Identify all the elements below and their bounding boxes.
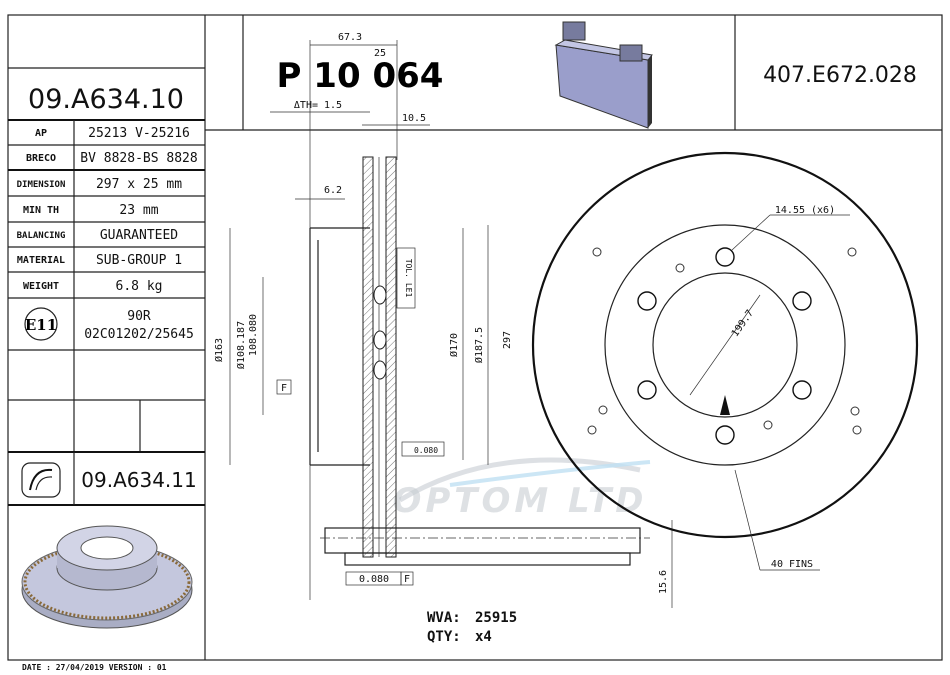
spec-label-breco: BRECO [26, 153, 56, 164]
dim-d187: Ø187.5 [473, 327, 485, 363]
dim-width-total: 67.3 [338, 32, 362, 43]
tolerance-label: TOL. LE1 [404, 259, 413, 298]
spec-value-ap: 25213 V-25216 [88, 126, 190, 141]
spec-value-material: SUB-GROUP 1 [96, 253, 182, 268]
spec-label-ap: AP [35, 128, 47, 139]
spec-label-min-th: MIN TH [23, 205, 59, 216]
pad-code: P 10 064 [277, 56, 444, 96]
date-version: DATE : 27/04/2019 VERSION : 01 [22, 663, 167, 672]
dim-d297: 297 [502, 331, 513, 349]
dim-d170: Ø170 [448, 333, 460, 357]
wva-label: WVA: [427, 610, 461, 626]
disc-profile-icon [21, 462, 61, 498]
spec-label-weight: WEIGHT [23, 281, 59, 292]
datum-f: F [281, 383, 287, 394]
runout-datum: F [404, 574, 410, 585]
spec-table: AP 25213 V-25216 BRECO BV 8828-BS 8828 D… [8, 120, 205, 506]
dim-bore-min: 108.080 [248, 314, 259, 356]
part-number: 09.A634.10 [28, 84, 184, 115]
qty-label: QTY: [427, 629, 461, 645]
approval-line-2: 02C01202/25645 [84, 327, 194, 342]
svg-text:OPTOM LTD: OPTOM LTD [392, 481, 647, 521]
spec-label-material: MATERIAL [17, 255, 65, 266]
dim-holes: 14.55 (x6) [775, 205, 835, 216]
alt-part-number: 09.A634.11 [81, 468, 196, 492]
drawing-frame [7, 14, 943, 661]
spec-label-dimension: DIMENSION [17, 180, 66, 190]
dim-bore-max: Ø108.187 [235, 321, 247, 369]
dim-d163: Ø163 [213, 338, 225, 362]
spec-label-balancing: BALANCING [17, 231, 66, 241]
cross-section-view: 67.3 25 ΔTH= 1.5 10.5 6.2 Ø163 Ø108.187 … [213, 32, 673, 608]
dim-thickness: 25 [374, 48, 386, 59]
watermark: OPTOM LTD [392, 457, 651, 521]
approval-line-1: 90R [127, 309, 151, 324]
brake-pad-image [554, 21, 653, 129]
e-mark-icon [24, 307, 58, 341]
dim-offset: 10.5 [402, 113, 426, 124]
approval-mark: E11 [25, 316, 57, 334]
fins-label: 40 FINS [771, 559, 813, 570]
dim-flange: 6.2 [324, 185, 342, 196]
dim-delta-th: ΔTH= 1.5 [294, 100, 342, 111]
ref-number: 407.E672.028 [763, 63, 917, 88]
spec-value-weight: 6.8 kg [116, 279, 163, 294]
runout-tolerance: 0.080 [359, 574, 389, 585]
dim-height: 15.6 [658, 570, 669, 594]
spec-value-balancing: GUARANTEED [100, 228, 178, 243]
spec-value-dimension: 297 x 25 mm [96, 177, 182, 192]
qty-value: x4 [475, 629, 492, 645]
spec-value-min-th: 23 mm [119, 203, 158, 218]
flatness-tolerance: 0.080 [414, 446, 438, 455]
disc-3d-image [21, 525, 193, 629]
dim-pcd: 199.7 [730, 308, 756, 339]
spec-value-breco: BV 8828-BS 8828 [80, 151, 197, 166]
wva-value: 25915 [475, 610, 517, 626]
